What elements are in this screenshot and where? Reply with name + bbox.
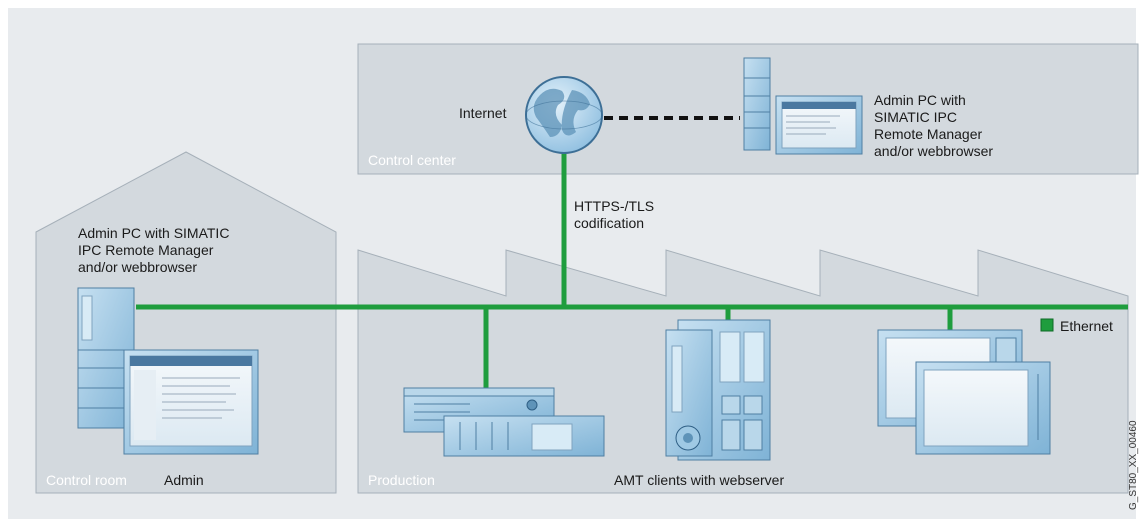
plc-icon xyxy=(665,319,771,461)
ethernet-legend-icon xyxy=(1040,318,1054,332)
production-label: Production xyxy=(368,472,435,488)
control-room-admin-pc xyxy=(77,287,259,455)
https-label: HTTPS-/TLS codification xyxy=(574,198,655,231)
admin-label: Admin xyxy=(164,472,204,488)
internet-label: Internet xyxy=(459,105,507,121)
rack-server-icon xyxy=(403,387,605,457)
admin-pc-top-label: Admin PC with SIMATIC IPC Remote Manager… xyxy=(874,92,994,159)
panel-pc-icon xyxy=(877,329,1051,455)
control-room-label: Control room xyxy=(46,472,127,488)
ethernet-label: Ethernet xyxy=(1060,318,1113,334)
server-tower-icon xyxy=(743,57,771,151)
figure-id-label: G_ST80_XX_00460 xyxy=(1128,420,1139,510)
admin-pc-left-label: Admin PC with SIMATIC IPC Remote Manager… xyxy=(78,225,230,275)
control-center-admin-pc xyxy=(743,57,863,155)
amt-clients-label: AMT clients with webserver xyxy=(614,472,785,488)
control-center-label: Control center xyxy=(368,152,456,168)
globe-icon xyxy=(525,76,603,154)
